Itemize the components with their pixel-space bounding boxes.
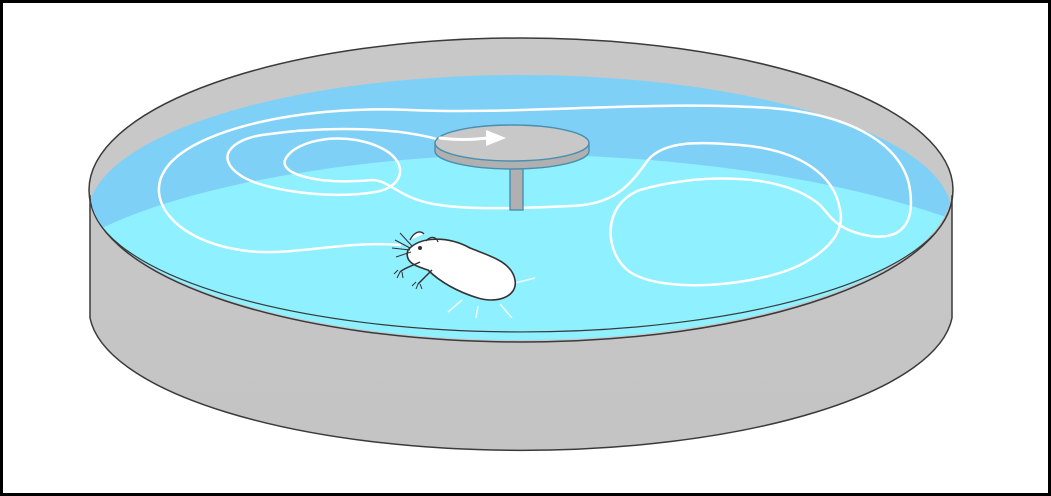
escape-platform xyxy=(435,125,589,169)
